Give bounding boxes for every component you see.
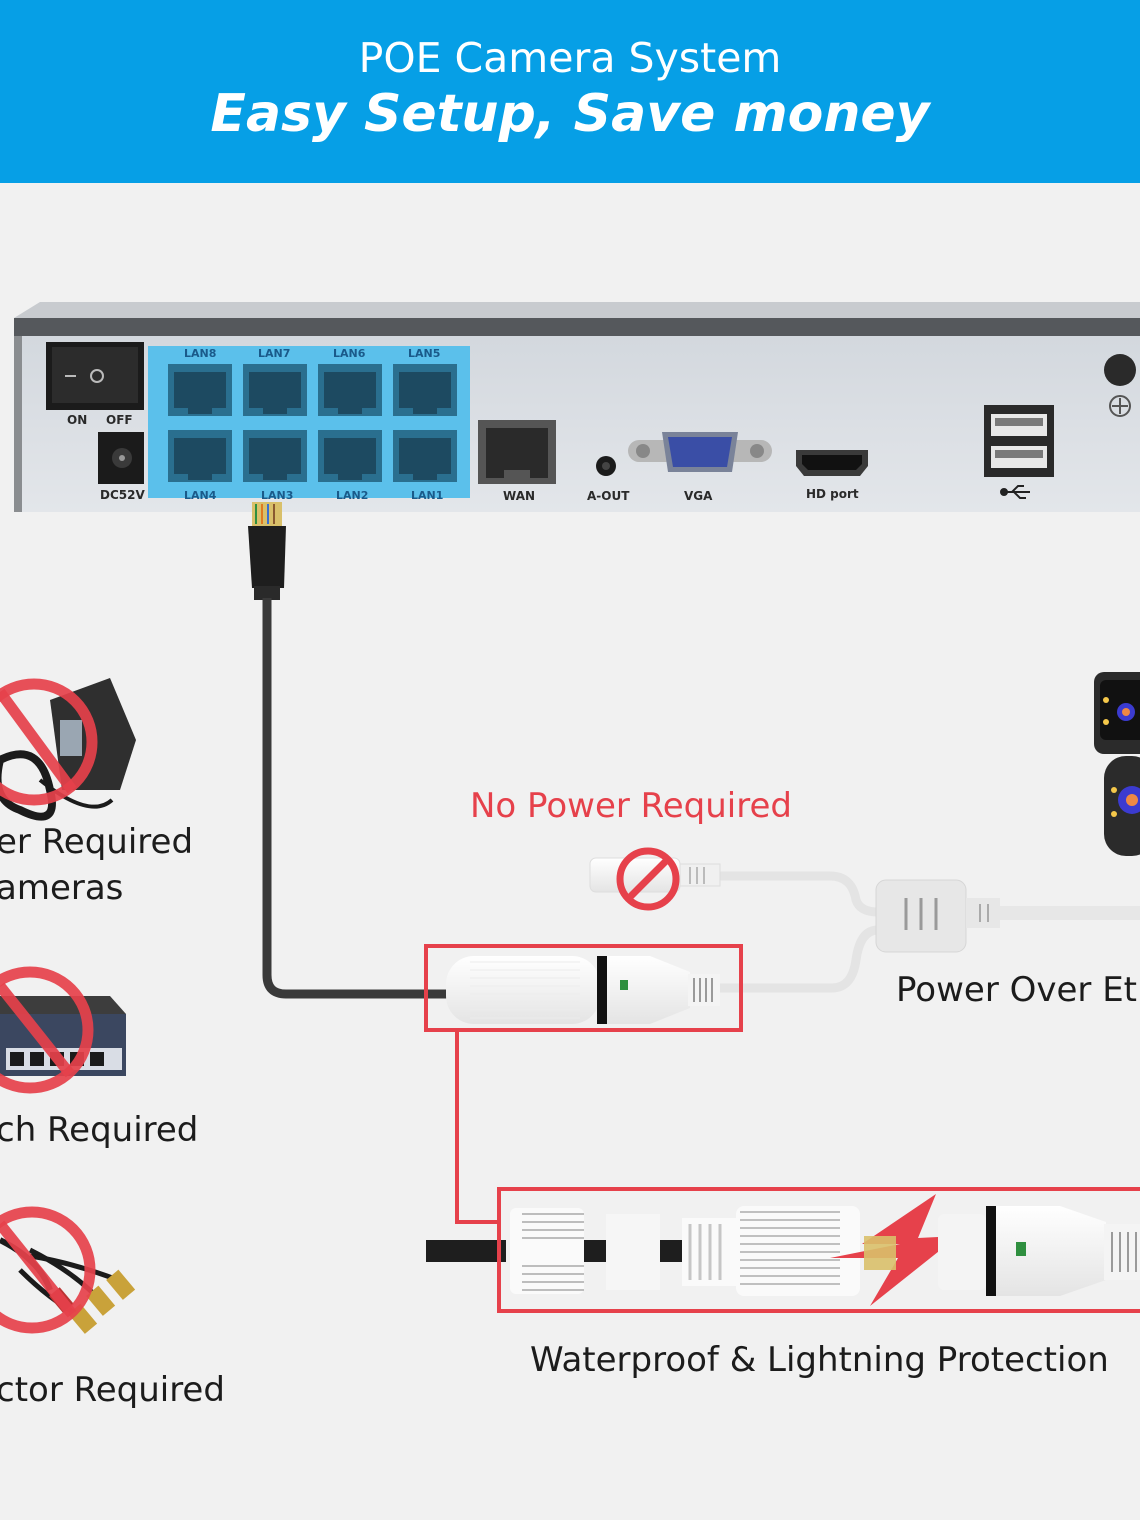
lan3-label: LAN3 (261, 489, 293, 502)
rj45-coupler (424, 944, 743, 1032)
lan7-label: LAN7 (258, 347, 290, 360)
lan1-port (393, 430, 457, 482)
poe-label: Power Over Eth (896, 970, 1140, 1010)
vga-label: VGA (684, 489, 713, 503)
hdmi-label: HD port (806, 487, 859, 501)
banner-title: POE Camera System (358, 34, 782, 82)
banner-subtitle: Easy Setup, Save money (210, 84, 930, 144)
side-note-switch: ch Required (0, 1110, 199, 1150)
waterproof-label: Waterproof & Lightning Protection (530, 1340, 1109, 1380)
lan8-label: LAN8 (184, 347, 216, 360)
waterproof-highlight-box (497, 1187, 1140, 1313)
lan6-port (318, 364, 382, 416)
lan4-port (168, 430, 232, 482)
hdmi-port: HD port (796, 450, 868, 501)
switch-on-label: ON (67, 413, 87, 427)
no-power-label: No Power Required (470, 786, 792, 826)
lan4-label: LAN4 (184, 489, 217, 502)
lan6-label: LAN6 (333, 347, 366, 360)
usb-ports (984, 405, 1054, 499)
dc-port-label: DC52V (100, 488, 145, 502)
poe-lan-panel: LAN8 LAN7 LAN6 LAN5 LAN4 LAN3 LAN2 LAN1 (148, 346, 470, 502)
power-switch: ON OFF (46, 342, 144, 427)
lan7-port (243, 364, 307, 416)
camera-icon (1094, 672, 1140, 856)
header-banner: POE Camera System Easy Setup, Save money (0, 0, 1140, 183)
switch-off-label: OFF (106, 413, 133, 427)
vga-port: VGA (628, 432, 772, 503)
no-power-icon (616, 847, 680, 911)
ground-terminal (1104, 354, 1136, 417)
lan2-label: LAN2 (336, 489, 368, 502)
side-note-splitter: ctor Required (0, 1370, 225, 1410)
ethernet-cable (248, 502, 450, 999)
side-note-adapter-line2: ameras (0, 868, 124, 908)
power-adapter-icon (0, 678, 136, 821)
audio-out-label: A-OUT (587, 489, 630, 503)
lan8-port (168, 364, 232, 416)
lan3-port (243, 430, 307, 482)
callout-connector (455, 1030, 500, 1224)
usb-icon (1000, 485, 1030, 499)
splitter-cable-icon (0, 1206, 136, 1334)
network-switch-icon (0, 966, 126, 1094)
lan5-label: LAN5 (408, 347, 440, 360)
side-note-adapter-line1: er Required (0, 822, 194, 862)
coupler-highlight-box (424, 944, 743, 1032)
waterproof-assembly (426, 1187, 1140, 1313)
wan-port: WAN (478, 420, 556, 503)
lan1-label: LAN1 (411, 489, 443, 502)
audio-out-port: A-OUT (587, 456, 630, 503)
dc-power-port: DC52V (98, 432, 145, 502)
lan2-port (318, 430, 382, 482)
lan5-port (393, 364, 457, 416)
camera-pigtail (589, 847, 1140, 993)
nvr-recorder: ON OFF DC52V LAN8 LAN7 LAN6 LAN5 LAN4 LA… (14, 302, 1140, 512)
wan-label: WAN (503, 489, 535, 503)
